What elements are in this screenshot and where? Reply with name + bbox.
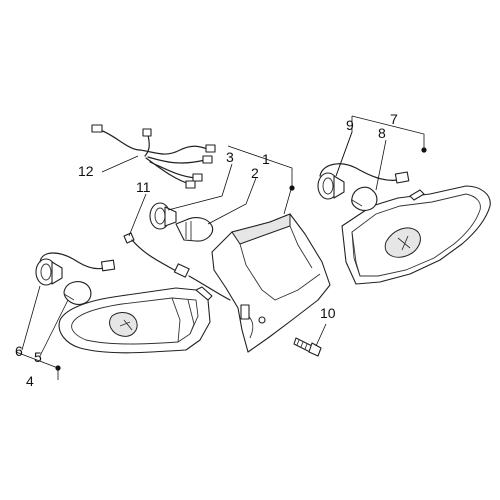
right-socket-part [317, 163, 410, 200]
callout-4: 4 [26, 373, 34, 389]
bracket-dots [55, 147, 427, 371]
callout-3: 3 [226, 149, 234, 165]
screw-part [293, 337, 322, 357]
left-bulb-part [63, 281, 92, 305]
right-taillight-part [341, 185, 491, 285]
callout-5: 5 [34, 349, 42, 365]
left-taillight-part [58, 286, 213, 354]
callout-1: 1 [262, 151, 270, 167]
callout-8: 8 [378, 125, 386, 141]
callout-12: 12 [78, 163, 94, 179]
center-lamp-housing-part [211, 213, 331, 353]
callout-2: 2 [251, 165, 259, 181]
callout-labels: 1 2 3 4 5 6 7 8 9 10 11 12 [15, 111, 398, 389]
callout-9: 9 [346, 117, 354, 133]
center-socket-part [149, 202, 177, 230]
callout-7: 7 [390, 111, 398, 127]
left-socket-part [35, 252, 116, 286]
center-bulb-part [175, 217, 214, 242]
leader-lines [15, 115, 425, 380]
callout-6: 6 [15, 343, 23, 359]
right-bulb-part [351, 186, 378, 211]
connector-clip-part [123, 232, 231, 301]
callout-10: 10 [320, 305, 336, 321]
callout-11: 11 [136, 179, 151, 195]
wiring-harness-part [91, 124, 216, 189]
